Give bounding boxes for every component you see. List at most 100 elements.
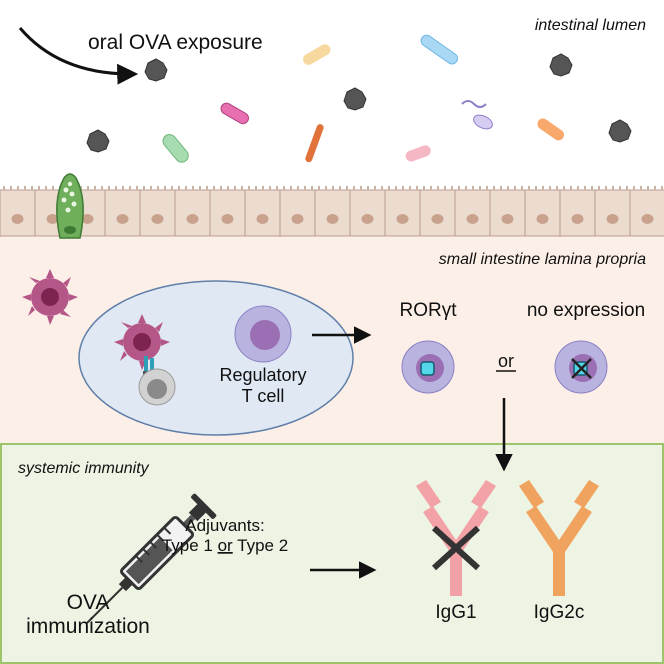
epithelial-nucleus [116, 214, 129, 224]
bacterium [220, 102, 249, 125]
ova-immunization-label: OVA [67, 591, 110, 614]
epithelial-nucleus [151, 214, 164, 224]
bacterium [162, 134, 189, 163]
epithelial-nucleus [571, 214, 584, 224]
microvilli [38, 186, 68, 190]
epithelial-nucleus [606, 214, 619, 224]
bacterium [305, 124, 324, 163]
oral-ova-exposure-label: oral OVA exposure [88, 31, 263, 54]
epithelial-nucleus [256, 214, 269, 224]
goblet-cell [56, 173, 84, 239]
epithelial-cell [349, 189, 386, 237]
dendritic-cell [114, 314, 170, 370]
bacterium [405, 145, 431, 162]
ova-antigen [608, 119, 632, 143]
epithelial-cell [629, 189, 664, 237]
epithelial-nucleus [361, 214, 374, 224]
interaction-zone [78, 280, 354, 436]
regulatory-t-cell [234, 305, 292, 363]
epithelial-cell [489, 189, 526, 237]
bacterium [537, 118, 564, 141]
epithelial-nucleus [11, 214, 24, 224]
regulatory-t-cell-label: Regulatory [219, 365, 306, 385]
syringe-icon [86, 493, 217, 624]
epithelial-nucleus [466, 214, 479, 224]
epithelial-cell [209, 189, 246, 237]
igg2c-label: IgG2c [534, 602, 585, 623]
microvilli [283, 186, 313, 190]
microvilli [353, 186, 383, 190]
epithelial-cell [384, 189, 421, 237]
exposure-arrow [18, 27, 139, 85]
epithelium-layer [0, 186, 664, 237]
ova-antigen [86, 129, 110, 153]
epithelial-cell [314, 189, 351, 237]
antibody-igg1 [416, 480, 496, 596]
lumen-label: intestinal lumen [535, 17, 646, 34]
epithelial-cell [0, 189, 36, 237]
microbiota-group [162, 34, 564, 163]
systemic-region [0, 443, 664, 664]
epithelial-nucleus [396, 214, 409, 224]
bacterium [473, 114, 493, 130]
adjuvant-or: or [218, 536, 233, 555]
bacterium [420, 34, 458, 65]
systemic-label: systemic immunity [18, 460, 150, 477]
lumen-region [0, 0, 664, 190]
microvilli [143, 186, 173, 190]
microvilli [633, 186, 663, 190]
epithelial-cell [244, 189, 281, 237]
microvilli [213, 186, 243, 190]
ova-antigen-group [86, 53, 632, 153]
bacterium [303, 44, 331, 65]
adjuvant-types-label: Type 1 or Type 2 [162, 536, 288, 555]
epithelial-nucleus [641, 214, 654, 224]
or-label: or [498, 351, 514, 371]
epithelial-cell [524, 189, 561, 237]
microvilli [563, 186, 593, 190]
ova-immunization-label-line2: immunization [26, 615, 150, 638]
rorgt-negative-treg [554, 340, 608, 394]
epithelial-cell [174, 189, 211, 237]
epithelial-nucleus [186, 214, 199, 224]
bacterium [461, 100, 487, 108]
microvilli [528, 186, 558, 190]
epithelial-cell [559, 189, 596, 237]
naive-t-cell [138, 368, 176, 406]
adjuvants-label: Adjuvants: [185, 516, 264, 535]
epithelial-cell [594, 189, 631, 237]
microvilli [178, 186, 208, 190]
epithelial-nucleus [221, 214, 234, 224]
epithelial-cell [139, 189, 176, 237]
rorgt-positive-treg [401, 340, 455, 394]
epithelial-nucleus [326, 214, 339, 224]
microvilli [598, 186, 628, 190]
epithelial-nucleus [431, 214, 444, 224]
microvilli [423, 186, 453, 190]
ova-antigen [144, 58, 168, 82]
microvilli [318, 186, 348, 190]
ova-antigen [343, 87, 367, 111]
epithelial-cell [419, 189, 456, 237]
epithelial-nucleus [81, 214, 94, 224]
microvilli [493, 186, 523, 190]
epithelial-cell [104, 189, 141, 237]
rorgt-label: RORγt [400, 300, 458, 321]
epithelial-cell [279, 189, 316, 237]
dendritic-cell [22, 269, 78, 325]
microvilli [458, 186, 488, 190]
rorgt-marker [420, 361, 435, 376]
epithelial-nucleus [536, 214, 549, 224]
epithelial-nucleus [46, 214, 59, 224]
microvilli [3, 186, 33, 190]
epithelial-nucleus [291, 214, 304, 224]
ova-antigen [549, 53, 573, 77]
microvilli [248, 186, 278, 190]
no-expression-label: no expression [527, 300, 645, 321]
igg1-label: IgG1 [435, 602, 476, 623]
antibody-igg2c [519, 480, 599, 596]
regulatory-t-cell-label-line2: T cell [242, 386, 285, 406]
epithelial-cell [454, 189, 491, 237]
